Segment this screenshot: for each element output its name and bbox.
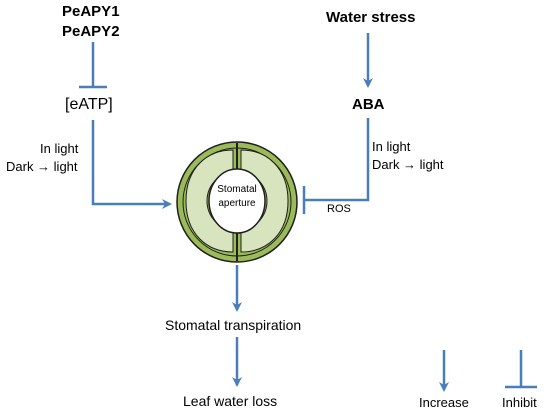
inhibit-peapy-to-eatp (79, 42, 107, 89)
label-aba: ABA (352, 96, 385, 113)
label-left-in-light: In light (40, 141, 79, 156)
stomatal-pore (208, 168, 266, 234)
inhibit-aba-to-stomata (302, 118, 370, 214)
label-leaf-water-loss: Leaf water loss (183, 393, 278, 409)
label-ros: ROS (327, 203, 351, 215)
label-stomatal: Stomatal (217, 184, 257, 195)
label-right-dark-light: Dark → light (372, 157, 444, 172)
label-stomatal-transpiration: Stomatal transpiration (165, 317, 302, 333)
stomata-illustration (176, 141, 298, 263)
label-eatp: [eATP] (65, 96, 113, 113)
legend-inhibit-symbol (505, 350, 537, 389)
legend-increase-label: Increase (419, 395, 469, 410)
arrow-eatp-to-stomata (91, 120, 172, 209)
label-water-stress: Water stress (326, 9, 416, 26)
label-aperture: aperture (218, 198, 256, 209)
label-left-dark-light: Dark → light (6, 159, 78, 174)
label-right-in-light: In light (372, 139, 411, 154)
label-peapy1: PeAPY1 (62, 3, 120, 20)
label-peapy2: PeAPY2 (62, 23, 120, 40)
legend-inhibit-label: Inhibit (502, 395, 537, 410)
